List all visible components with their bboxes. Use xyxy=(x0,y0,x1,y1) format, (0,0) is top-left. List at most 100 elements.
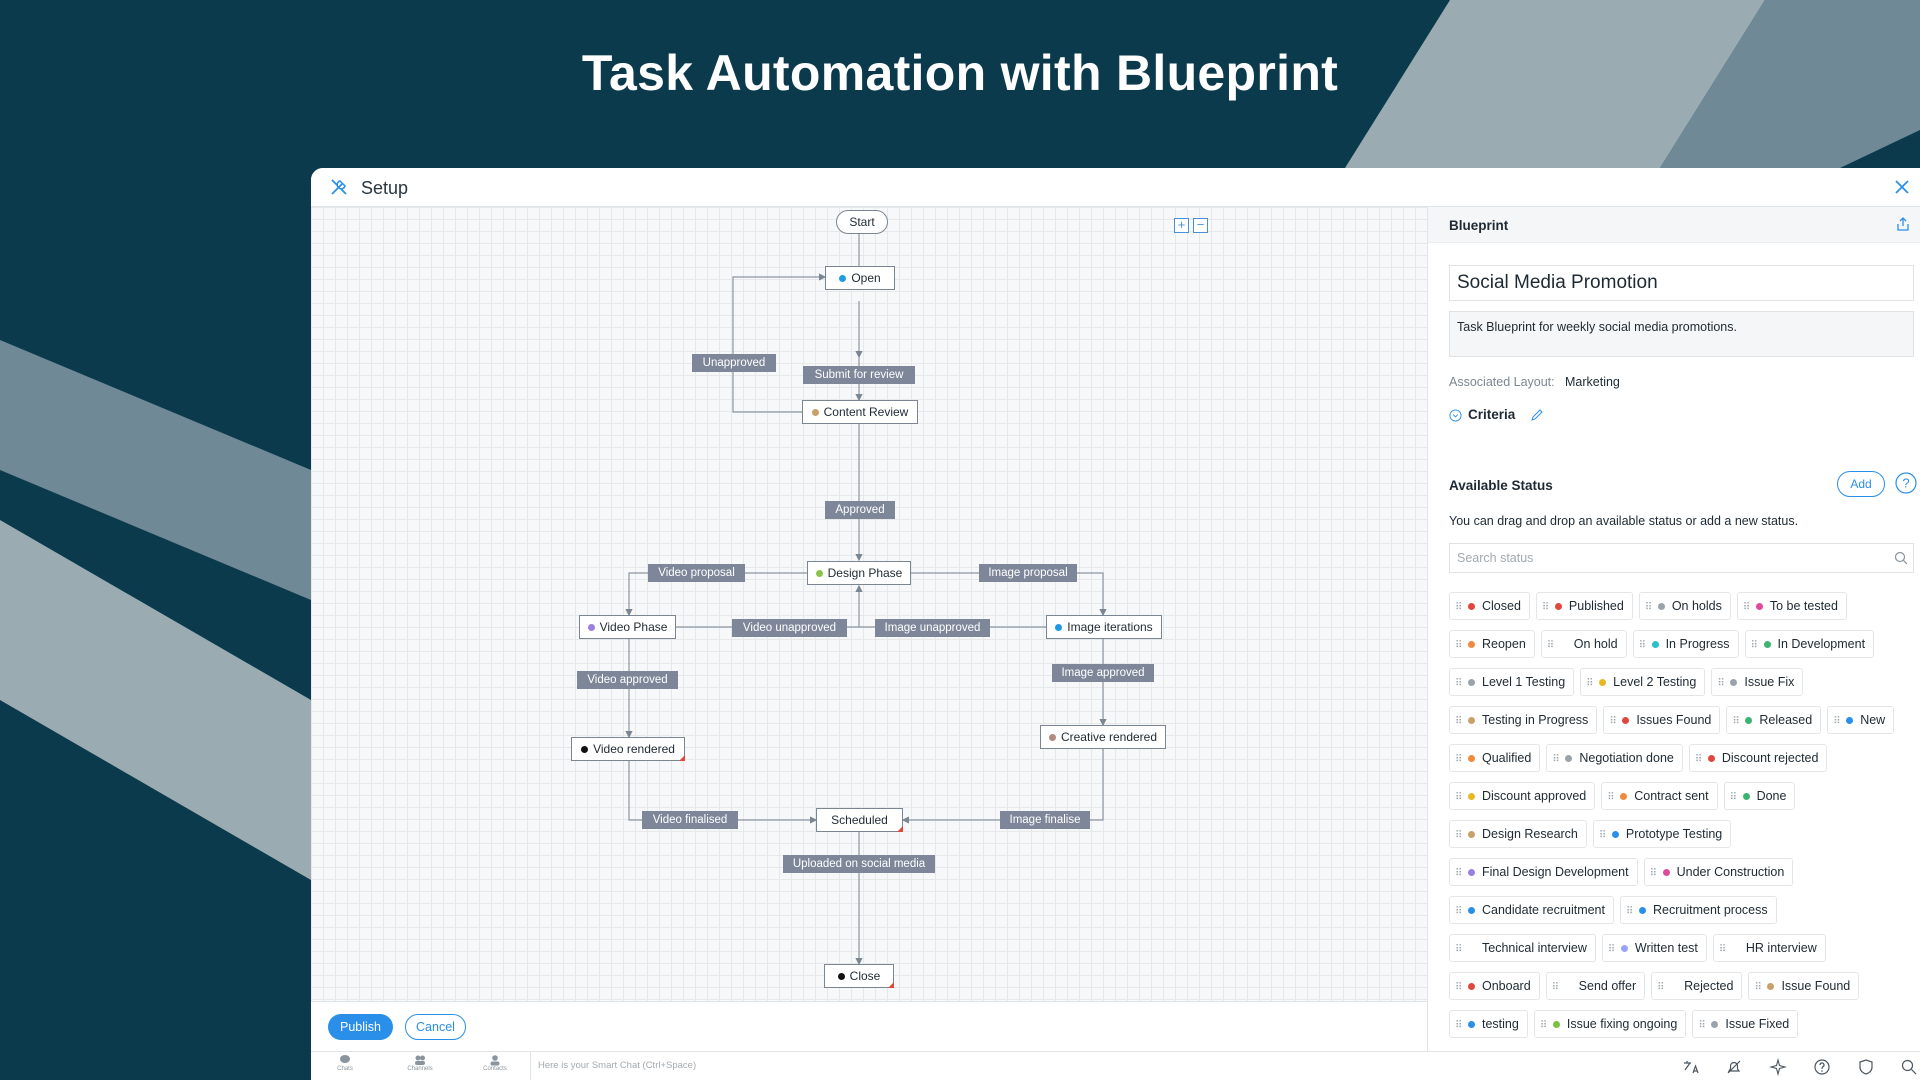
close-icon[interactable] xyxy=(1890,175,1914,199)
transition-video-finalised[interactable]: Video finalised xyxy=(642,811,738,829)
transition-approved[interactable]: Approved xyxy=(825,501,895,519)
transition-video-approved[interactable]: Video approved xyxy=(577,671,678,689)
drag-handle-icon[interactable]: ⠿ xyxy=(1586,678,1593,689)
criteria-label[interactable]: Criteria xyxy=(1468,407,1516,422)
status-chip[interactable]: ⠿Published xyxy=(1535,592,1633,620)
drag-handle-icon[interactable]: ⠿ xyxy=(1455,944,1462,955)
status-chip[interactable]: ⠿Technical interview xyxy=(1449,934,1596,962)
export-icon[interactable] xyxy=(1895,216,1911,232)
question-icon[interactable] xyxy=(1813,1058,1831,1076)
status-chip[interactable]: ⠿Issue Found xyxy=(1748,972,1860,1000)
drag-handle-icon[interactable]: ⠿ xyxy=(1455,602,1462,613)
transition-video-proposal[interactable]: Video proposal xyxy=(648,564,745,582)
status-chip[interactable]: ⠿Closed xyxy=(1449,592,1530,620)
drag-handle-icon[interactable]: ⠿ xyxy=(1551,982,1559,993)
drag-handle-icon[interactable]: ⠿ xyxy=(1598,830,1606,841)
drag-handle-icon[interactable]: ⠿ xyxy=(1541,602,1549,613)
status-chip[interactable]: ⠿Contract sent xyxy=(1601,782,1718,810)
translate-icon[interactable] xyxy=(1682,1058,1700,1076)
status-chip[interactable]: ⠿Qualified xyxy=(1449,744,1541,772)
status-chip[interactable]: ⠿In Development xyxy=(1744,630,1875,658)
node-image-iterations[interactable]: Image iterations xyxy=(1046,615,1162,639)
spark-icon[interactable] xyxy=(1769,1058,1787,1076)
drag-handle-icon[interactable]: ⠿ xyxy=(1455,640,1462,651)
drag-handle-icon[interactable]: ⠿ xyxy=(1694,754,1702,765)
transition-unapproved[interactable]: Unapproved xyxy=(692,354,776,372)
drag-handle-icon[interactable]: ⠿ xyxy=(1455,678,1462,689)
drag-handle-icon[interactable]: ⠿ xyxy=(1833,716,1840,727)
drag-handle-icon[interactable]: ⠿ xyxy=(1657,982,1664,993)
search-icon[interactable] xyxy=(1894,551,1908,565)
status-chip[interactable]: ⠿Under Construction xyxy=(1643,858,1794,886)
drag-handle-icon[interactable]: ⠿ xyxy=(1625,906,1633,917)
zoom-out-button[interactable]: − xyxy=(1193,218,1208,233)
drag-handle-icon[interactable]: ⠿ xyxy=(1754,982,1761,993)
blueprint-name-input[interactable] xyxy=(1449,265,1914,301)
status-chip[interactable]: ⠿Issues Found xyxy=(1603,706,1721,734)
status-chip[interactable]: ⠿Level 1 Testing xyxy=(1449,668,1575,696)
node-creative-rendered[interactable]: Creative rendered xyxy=(1040,725,1166,749)
status-chip[interactable]: ⠿Discount rejected xyxy=(1688,744,1828,772)
status-chip[interactable]: ⠿To be tested xyxy=(1736,592,1847,620)
transition-image-proposal[interactable]: Image proposal xyxy=(979,564,1077,582)
status-chip[interactable]: ⠿Prototype Testing xyxy=(1592,820,1732,848)
blueprint-description-input[interactable]: Task Blueprint for weekly social media p… xyxy=(1449,311,1914,357)
zoom-search-icon[interactable] xyxy=(1900,1058,1918,1076)
status-chip[interactable]: ⠿On holds xyxy=(1638,592,1731,620)
channels-tab[interactable]: Channels xyxy=(395,1054,445,1072)
drag-handle-icon[interactable]: ⠿ xyxy=(1742,602,1750,613)
status-chip[interactable]: ⠿Issue Fixed xyxy=(1692,1010,1799,1038)
drag-handle-icon[interactable]: ⠿ xyxy=(1455,830,1462,841)
zoom-in-button[interactable]: + xyxy=(1174,218,1189,233)
status-chip[interactable]: ⠿Reopen xyxy=(1449,630,1535,658)
transition-submit-for-review[interactable]: Submit for review xyxy=(803,366,915,384)
smart-chat-input[interactable]: Here is your Smart Chat (Ctrl+Space) xyxy=(530,1052,860,1080)
transition-image-finalise[interactable]: Image finalise xyxy=(1000,811,1090,829)
notifications-off-icon[interactable] xyxy=(1725,1058,1743,1076)
status-chip[interactable]: ⠿On hold xyxy=(1540,630,1627,658)
drag-handle-icon[interactable]: ⠿ xyxy=(1698,1020,1705,1031)
drag-handle-icon[interactable]: ⠿ xyxy=(1729,792,1737,803)
node-video-rendered[interactable]: Video rendered xyxy=(571,737,685,761)
status-chip[interactable]: ⠿Issue fixing ongoing xyxy=(1533,1010,1687,1038)
status-chip[interactable]: ⠿Final Design Development xyxy=(1449,858,1638,886)
drag-handle-icon[interactable]: ⠿ xyxy=(1455,868,1462,879)
contacts-tab[interactable]: Contacts xyxy=(470,1054,520,1072)
chats-tab[interactable]: Chats xyxy=(320,1054,370,1072)
search-status-input[interactable] xyxy=(1449,543,1914,573)
node-scheduled[interactable]: Scheduled xyxy=(816,808,903,832)
drag-handle-icon[interactable]: ⠿ xyxy=(1455,754,1462,765)
drag-handle-icon[interactable]: ⠿ xyxy=(1607,792,1614,803)
shield-icon[interactable] xyxy=(1857,1058,1875,1076)
status-chip[interactable]: ⠿testing xyxy=(1449,1010,1528,1038)
drag-handle-icon[interactable]: ⠿ xyxy=(1638,640,1646,651)
drag-handle-icon[interactable]: ⠿ xyxy=(1649,868,1657,879)
node-content-review[interactable]: Content Review xyxy=(802,400,918,424)
status-chip[interactable]: ⠿Level 2 Testing xyxy=(1580,668,1706,696)
status-chip[interactable]: ⠿Rejected xyxy=(1651,972,1743,1000)
blueprint-canvas[interactable]: + − Start Open Content Review Design Pha… xyxy=(311,207,1427,1001)
status-chip[interactable]: ⠿Recruitment process xyxy=(1619,896,1777,924)
publish-button[interactable]: Publish xyxy=(328,1014,393,1040)
node-video-phase[interactable]: Video Phase xyxy=(579,615,676,639)
transition-image-unapproved[interactable]: Image unapproved xyxy=(875,619,990,637)
transition-uploaded[interactable]: Uploaded on social media xyxy=(783,855,935,873)
status-chip[interactable]: ⠿Done xyxy=(1723,782,1796,810)
drag-handle-icon[interactable]: ⠿ xyxy=(1455,716,1462,727)
drag-handle-icon[interactable]: ⠿ xyxy=(1750,640,1758,651)
drag-handle-icon[interactable]: ⠿ xyxy=(1732,716,1739,727)
status-chip[interactable]: ⠿HR interview xyxy=(1712,934,1826,962)
status-chip[interactable]: ⠿Discount approved xyxy=(1449,782,1596,810)
status-chip[interactable]: ⠿In Progress xyxy=(1632,630,1739,658)
status-chip[interactable]: ⠿New xyxy=(1827,706,1895,734)
drag-handle-icon[interactable]: ⠿ xyxy=(1455,906,1462,917)
drag-handle-icon[interactable]: ⠿ xyxy=(1609,716,1616,727)
node-design-phase[interactable]: Design Phase xyxy=(807,561,911,585)
status-chip[interactable]: ⠿Negotiation done xyxy=(1546,744,1683,772)
drag-handle-icon[interactable]: ⠿ xyxy=(1717,678,1724,689)
status-chip[interactable]: ⠿Onboard xyxy=(1449,972,1540,1000)
node-open[interactable]: Open xyxy=(825,266,895,290)
node-start[interactable]: Start xyxy=(836,210,888,234)
node-close[interactable]: Close xyxy=(824,964,894,988)
status-chip[interactable]: ⠿Send offer xyxy=(1545,972,1646,1000)
